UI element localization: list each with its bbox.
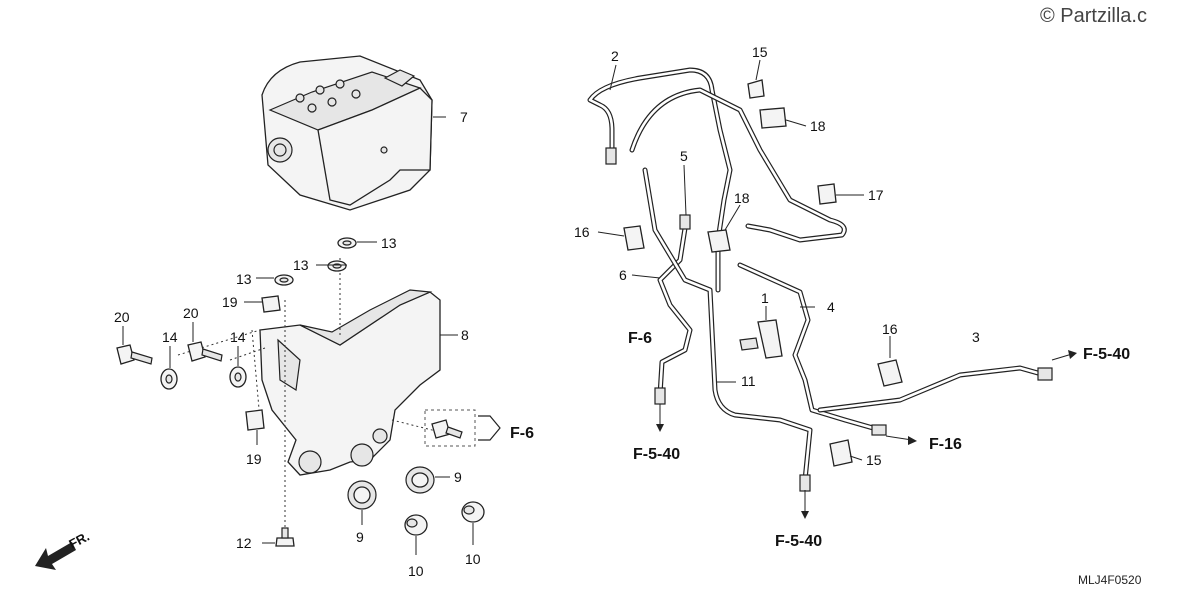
part-number-13-left[interactable]: 13 [236, 271, 252, 287]
clip-19-top[interactable] [261, 295, 281, 313]
part-number-13-top[interactable]: 13 [381, 235, 397, 251]
reference-f6-left[interactable]: F-6 [628, 330, 652, 347]
bolt-20-left[interactable] [116, 344, 153, 365]
pipe-clamp-16-left[interactable] [623, 225, 645, 251]
part-number-7[interactable]: 7 [460, 109, 468, 125]
part-number-14-right[interactable]: 14 [230, 329, 246, 345]
part-number-19-top[interactable]: 19 [222, 294, 238, 310]
pipe-clamp-18-top[interactable] [759, 107, 787, 129]
part-number-6[interactable]: 6 [619, 267, 627, 283]
reference-f5-40-right[interactable]: F-5-40 [1083, 346, 1130, 363]
pipe-fitting-6 [654, 387, 666, 405]
brake-pipe-5[interactable] [629, 87, 847, 243]
reference-f5-40-left[interactable]: F-5-40 [633, 446, 680, 463]
brake-pipe-11[interactable] [642, 167, 813, 483]
part-number-10-left[interactable]: 10 [408, 563, 424, 579]
brake-pipe-2[interactable] [587, 67, 733, 293]
part-number-20-left[interactable]: 20 [114, 309, 130, 325]
part-number-13-mid[interactable]: 13 [293, 257, 309, 273]
part-number-16-right[interactable]: 16 [882, 321, 898, 337]
pipe-bracket-1[interactable] [739, 319, 783, 359]
leader-lines [122, 59, 891, 555]
flange-bolt-f6[interactable] [431, 419, 463, 439]
f6-callout-box [424, 409, 476, 447]
brake-pipe-3[interactable] [817, 365, 1048, 413]
part-number-15-bottom[interactable]: 15 [866, 452, 882, 468]
pipe-clamp-15-bottom[interactable] [829, 439, 853, 467]
part-number-20-right[interactable]: 20 [183, 305, 199, 321]
diagram-code: MLJ4F0520 [1078, 573, 1142, 587]
pipe-fitting-4 [871, 424, 887, 436]
grommet-9-left[interactable] [347, 480, 377, 510]
pipe-fitting-5 [679, 214, 691, 230]
part-number-17[interactable]: 17 [868, 187, 884, 203]
front-direction-arrow [35, 542, 76, 570]
part-number-9-right[interactable]: 9 [454, 469, 462, 485]
washer-14-right[interactable] [229, 366, 247, 388]
part-number-11[interactable]: 11 [741, 373, 756, 389]
reference-arrows [656, 350, 1077, 519]
washer-13-left[interactable] [274, 274, 294, 286]
bolt-20-right[interactable] [187, 341, 223, 362]
part-number-19-bottom[interactable]: 19 [246, 451, 262, 467]
pipe-fitting-2 [605, 147, 617, 165]
pipe-fitting-3 [1037, 367, 1053, 381]
washer-13-mid[interactable] [327, 260, 347, 272]
pipe-clamp-18-mid[interactable] [707, 229, 731, 253]
part-number-15-top[interactable]: 15 [752, 44, 768, 60]
part-number-8[interactable]: 8 [461, 327, 469, 343]
brake-pipe-4[interactable] [737, 262, 883, 433]
pipe-clamp-16-right[interactable] [877, 359, 903, 387]
f6-callout-arrow [478, 415, 501, 441]
reference-f16[interactable]: F-16 [929, 436, 962, 453]
part-number-10-right[interactable]: 10 [465, 551, 481, 567]
abs-mounting-bracket[interactable] [259, 289, 441, 476]
reference-f6-right[interactable]: F-6 [510, 425, 534, 442]
abs-modulator-unit[interactable] [261, 55, 433, 211]
part-number-3[interactable]: 3 [972, 329, 980, 345]
pipe-fitting-11 [799, 474, 811, 492]
collar-10-left[interactable] [404, 514, 428, 536]
part-number-5[interactable]: 5 [680, 148, 688, 164]
washer-13-top[interactable] [337, 237, 357, 249]
assembly-guide-lines [177, 258, 441, 535]
part-number-9-left[interactable]: 9 [356, 529, 364, 545]
collar-10-right[interactable] [461, 501, 485, 523]
watermark: © Partzilla.c [1040, 5, 1147, 27]
grommet-9-right[interactable] [405, 466, 435, 494]
washer-14-left[interactable] [160, 368, 178, 390]
part-number-18-mid[interactable]: 18 [734, 190, 750, 206]
reference-f5-40-bottom[interactable]: F-5-40 [775, 533, 822, 550]
clip-19-bottom[interactable] [245, 409, 265, 431]
part-number-1[interactable]: 1 [761, 290, 769, 306]
part-number-14-left[interactable]: 14 [162, 329, 178, 345]
part-number-4[interactable]: 4 [827, 299, 835, 315]
part-number-2[interactable]: 2 [611, 48, 619, 64]
pipe-clamp-15-top[interactable] [747, 79, 765, 99]
part-number-16-left[interactable]: 16 [574, 224, 590, 240]
part-number-18-top[interactable]: 18 [810, 118, 826, 134]
pipe-clamp-17[interactable] [817, 183, 837, 205]
flange-bolt-12[interactable] [275, 527, 295, 547]
part-number-12[interactable]: 12 [236, 535, 252, 551]
